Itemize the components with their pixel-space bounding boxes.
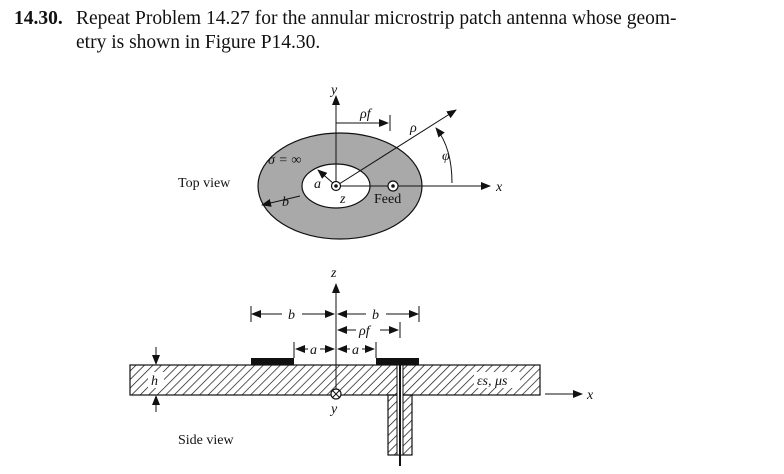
side-a-left-label: a	[310, 343, 317, 358]
side-y-label: y	[329, 402, 338, 417]
top-a-label: a	[314, 177, 321, 192]
problem-text: Repeat Problem 14.27 for the annular mic…	[76, 7, 766, 55]
material-label-bg	[474, 372, 520, 388]
h-label-bg	[148, 372, 164, 388]
b-radius-arrow	[261, 195, 301, 207]
top-z-label: z	[339, 192, 346, 207]
top-y-axis-label: y	[329, 83, 338, 98]
side-material-label: εs, μs	[477, 374, 508, 389]
side-b-right-label: b	[372, 308, 379, 323]
side-h-label: h	[151, 374, 158, 389]
side-y-cross-2	[332, 390, 340, 398]
side-x-axis-label: x	[586, 388, 594, 403]
top-rho-f-label: ρf	[359, 107, 373, 122]
problem-text-line-1: Repeat Problem 14.27 for the annular mic…	[76, 8, 677, 29]
side-a-right-label: a	[352, 343, 359, 358]
side-view: x z y b b ρf a a h	[129, 266, 594, 466]
center-z-dot	[334, 184, 338, 188]
side-z-axis-label: z	[330, 266, 337, 281]
top-x-axis-label: x	[495, 180, 503, 195]
patch-conductor-left	[251, 358, 294, 365]
feed-point-dot	[391, 184, 395, 188]
top-view-caption: Top view	[178, 176, 231, 191]
feed-label: Feed	[374, 192, 401, 207]
top-phi-label: φ	[442, 149, 450, 164]
side-b-left-label: b	[288, 308, 295, 323]
top-view: y x ρf ρ φ σ = ∞ a b z Feed Top view	[178, 83, 503, 240]
a-radius-arrow	[317, 169, 335, 185]
side-rho-f-label: ρf	[358, 324, 372, 339]
patch-conductor-right	[376, 358, 419, 365]
rho-radial-arrow	[335, 109, 457, 187]
problem-number: 14.30.	[14, 8, 63, 29]
top-b-label: b	[282, 195, 289, 210]
side-view-caption: Side view	[178, 433, 234, 448]
problem-text-line-2: etry is shown in Figure P14.30.	[76, 32, 321, 53]
sigma-label: σ = ∞	[268, 153, 301, 168]
top-rho-label: ρ	[409, 121, 417, 136]
phi-arc	[435, 127, 453, 184]
